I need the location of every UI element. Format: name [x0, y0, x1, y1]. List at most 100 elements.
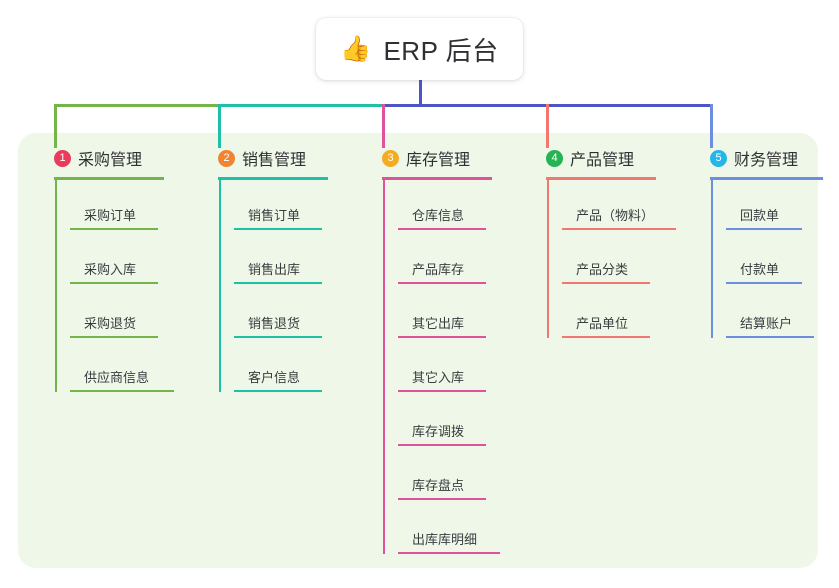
connector-segment-4	[546, 104, 713, 107]
leaf-node-rule	[726, 282, 802, 284]
leaf-node[interactable]: 付款单	[726, 254, 802, 284]
root-stem-connector	[419, 80, 422, 106]
leaf-node-rule	[234, 282, 322, 284]
branch-title: 销售管理	[242, 152, 307, 169]
branch-column-5: 5 财务管理回款单付款单结算账户	[692, 146, 823, 338]
thumbs-up-icon: 👍	[340, 34, 372, 63]
leaf-node-rule	[562, 336, 650, 338]
leaf-node-label: 供应商信息	[84, 370, 150, 385]
leaf-node-label: 销售出库	[248, 262, 301, 277]
leaf-node-label: 产品单位	[576, 316, 629, 331]
connector-stub-3	[382, 104, 385, 148]
leaf-node-rule	[70, 336, 158, 338]
leaf-node[interactable]: 其它入库	[398, 362, 486, 392]
leaf-node-label: 回款单	[740, 208, 780, 223]
connector-stub-1	[54, 104, 57, 148]
leaf-node[interactable]: 销售订单	[234, 200, 322, 230]
diagram-background-panel	[18, 133, 818, 568]
leaf-node[interactable]: 结算账户	[726, 308, 814, 338]
leaf-node-label: 出库库明细	[412, 532, 478, 547]
leaf-node[interactable]: 采购入库	[70, 254, 158, 284]
leaf-node-label: 库存调拨	[412, 424, 465, 439]
branch-header-rule	[710, 177, 823, 180]
leaf-node-label: 销售订单	[248, 208, 301, 223]
leaf-node-rule	[398, 282, 486, 284]
leaf-node[interactable]: 客户信息	[234, 362, 322, 392]
connector-stub-4	[546, 104, 549, 148]
leaf-node[interactable]: 库存调拨	[398, 416, 486, 446]
branch-spine	[711, 180, 713, 338]
connector-segment-2	[218, 104, 385, 107]
leaf-node-rule	[70, 228, 158, 230]
leaf-node-label: 付款单	[740, 262, 780, 277]
branch-number-badge: 2	[218, 149, 235, 167]
leaf-node[interactable]: 回款单	[726, 200, 802, 230]
branch-header-rule	[382, 177, 492, 180]
leaf-node-rule	[398, 552, 500, 554]
leaf-node-rule	[726, 336, 814, 338]
leaf-node-label: 产品分类	[576, 262, 629, 277]
branch-number-badge: 4	[546, 149, 563, 167]
leaf-node-rule	[398, 390, 486, 392]
leaf-node[interactable]: 采购订单	[70, 200, 158, 230]
leaf-node[interactable]: 产品单位	[562, 308, 650, 338]
connector-segment-1	[54, 104, 221, 107]
leaf-node-rule	[234, 228, 322, 230]
leaf-node[interactable]: 产品库存	[398, 254, 486, 284]
branch-number-badge: 1	[54, 149, 71, 167]
root-node-card[interactable]: 👍 ERP 后台	[316, 18, 523, 80]
branch-header-5[interactable]: 5 财务管理	[692, 146, 798, 170]
branch-spine	[383, 180, 385, 554]
leaf-node-label: 销售退货	[248, 316, 301, 331]
leaf-node-label: 客户信息	[248, 370, 301, 385]
leaf-node[interactable]: 供应商信息	[70, 362, 174, 392]
branch-header-rule	[546, 177, 656, 180]
branch-number-badge: 5	[710, 149, 727, 167]
leaf-node-rule	[398, 498, 486, 500]
leaf-node-rule	[234, 390, 322, 392]
branch-column-2: 2 销售管理销售订单销售出库销售退货客户信息	[200, 146, 328, 392]
leaf-node[interactable]: 出库库明细	[398, 524, 500, 554]
leaf-node[interactable]: 产品分类	[562, 254, 650, 284]
leaf-node-label: 产品（物料）	[576, 208, 655, 223]
connector-segment-3	[382, 104, 549, 107]
connector-stub-2	[218, 104, 221, 148]
leaf-node-label: 其它入库	[412, 370, 465, 385]
branch-title: 财务管理	[734, 152, 799, 169]
branch-spine	[219, 180, 221, 392]
leaf-node-rule	[234, 336, 322, 338]
leaf-node-label: 采购入库	[84, 262, 137, 277]
leaf-node[interactable]: 库存盘点	[398, 470, 486, 500]
leaf-node[interactable]: 其它出库	[398, 308, 486, 338]
leaf-node-label: 仓库信息	[412, 208, 465, 223]
leaf-node[interactable]: 产品（物料）	[562, 200, 676, 230]
leaf-node-rule	[726, 228, 802, 230]
leaf-node-label: 库存盘点	[412, 478, 465, 493]
leaf-node-label: 采购退货	[84, 316, 137, 331]
leaf-node-label: 其它出库	[412, 316, 465, 331]
leaf-node-rule	[398, 444, 486, 446]
branch-header-2[interactable]: 2 销售管理	[200, 146, 306, 170]
leaf-node[interactable]: 采购退货	[70, 308, 158, 338]
connector-stub-5	[710, 104, 713, 148]
leaf-node-label: 采购订单	[84, 208, 137, 223]
leaf-node[interactable]: 仓库信息	[398, 200, 486, 230]
root-node-title: ERP 后台	[383, 35, 499, 66]
branch-number-badge: 3	[382, 149, 399, 167]
leaf-node[interactable]: 销售退货	[234, 308, 322, 338]
leaf-node[interactable]: 销售出库	[234, 254, 322, 284]
leaf-node-rule	[398, 336, 486, 338]
branch-spine	[547, 180, 549, 338]
leaf-node-label: 产品库存	[412, 262, 465, 277]
leaf-node-label: 结算账户	[740, 316, 793, 331]
branch-spine	[55, 180, 57, 392]
leaf-node-rule	[562, 228, 676, 230]
leaf-node-rule	[398, 228, 486, 230]
